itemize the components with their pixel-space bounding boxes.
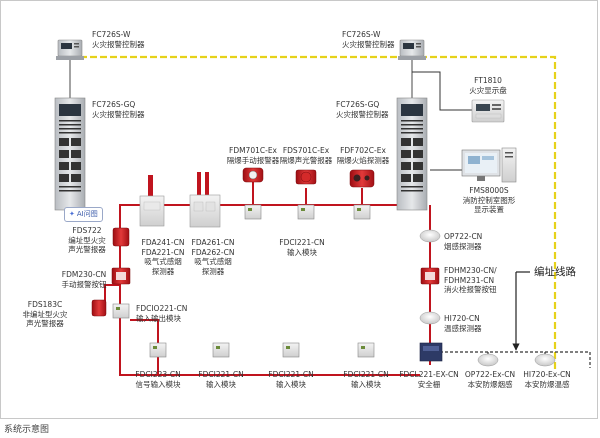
smoke-detector	[419, 229, 441, 243]
heat-detector	[419, 311, 441, 325]
ai-sparkle-icon: ✦	[69, 210, 75, 218]
ai-button-label: AI问图	[76, 210, 98, 218]
addressable-sounder	[112, 227, 130, 247]
ex-heat-detector	[534, 353, 556, 367]
panel-top-left	[56, 39, 84, 60]
legend-address-line: 编址线路	[534, 266, 576, 278]
ex-line	[440, 351, 591, 368]
module-fdci-mid-b	[297, 204, 315, 220]
module-fdci-b3	[357, 342, 375, 358]
graphic-display-workstation	[461, 147, 517, 183]
panel-main-left	[54, 97, 86, 211]
panel-top-right	[398, 39, 426, 60]
non-addressable-sounder	[91, 299, 107, 317]
module-fdci-b2	[282, 342, 300, 358]
module-fdcio	[112, 303, 130, 319]
figure-caption: 系统示意图	[4, 425, 50, 435]
module-fdci-b1	[212, 342, 230, 358]
ai-ask-image-button[interactable]: ✦AI问图	[64, 207, 103, 222]
manual-call-point	[111, 267, 131, 285]
display-link	[412, 71, 472, 111]
explosion-proof-flame-detector	[349, 169, 375, 188]
aspirating-detector-2	[189, 172, 221, 228]
panel-main-right	[396, 97, 428, 211]
hydrant-alarm-button	[420, 267, 440, 285]
module-fdci-mid-a	[244, 204, 262, 220]
modules	[112, 204, 375, 358]
safety-barrier	[419, 342, 443, 362]
module-fdci223	[149, 342, 167, 358]
explosion-proof-sounder	[295, 169, 317, 185]
explosion-proof-manual-call-point	[242, 167, 264, 183]
network-bus-line	[70, 55, 557, 370]
module-fdci-mid-c	[353, 204, 371, 220]
fire-display-panel	[471, 99, 505, 123]
ex-smoke-detector	[477, 353, 499, 367]
aspirating-detector-1	[139, 175, 165, 227]
